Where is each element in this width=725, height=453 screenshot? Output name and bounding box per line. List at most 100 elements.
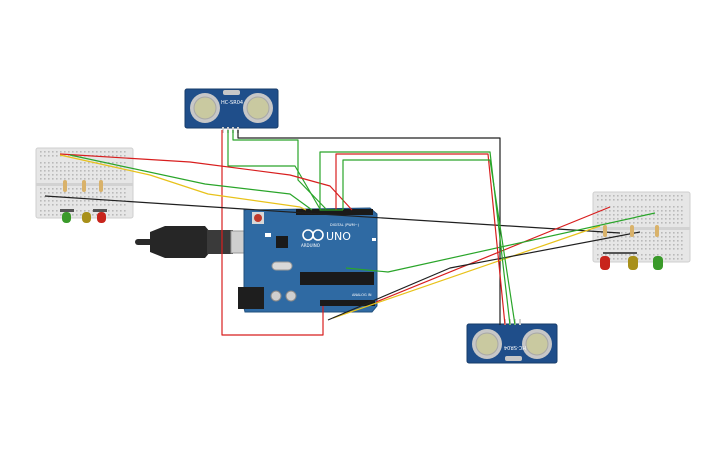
breadboard-hole xyxy=(645,210,647,212)
breadboard-hole xyxy=(56,192,58,194)
breadboard-hole xyxy=(669,254,671,256)
reset-button[interactable] xyxy=(254,214,262,222)
breadboard-hole xyxy=(657,240,659,242)
breadboard-hole xyxy=(64,178,66,180)
breadboard-hole xyxy=(669,248,671,250)
wire-red[interactable] xyxy=(221,130,324,336)
wire-black[interactable] xyxy=(327,231,641,321)
breadboard-hole xyxy=(112,196,114,198)
breadboard-hole xyxy=(40,178,42,180)
wire-red[interactable] xyxy=(335,153,506,326)
breadboard-hole xyxy=(621,218,623,220)
wire-yellow[interactable] xyxy=(332,225,601,319)
breadboard-hole xyxy=(677,218,679,220)
breadboard-hole xyxy=(120,162,122,164)
breadboard-right[interactable] xyxy=(592,191,691,263)
sensor-pin[interactable] xyxy=(519,319,521,325)
digital-header[interactable] xyxy=(296,209,373,215)
breadboard-hole xyxy=(48,204,50,206)
analog-header[interactable] xyxy=(320,300,375,306)
breadboard-hole xyxy=(68,196,70,198)
wire-yellow[interactable] xyxy=(59,154,307,211)
breadboard-hole xyxy=(633,218,635,220)
breadboard-hole xyxy=(677,206,679,208)
breadboard-hole xyxy=(112,151,114,153)
left-leds xyxy=(60,209,107,223)
breadboard-hole xyxy=(629,195,631,197)
breadboard-hole xyxy=(621,210,623,212)
breadboard-hole xyxy=(661,248,663,250)
breadboard-hole xyxy=(613,240,615,242)
breadboard-hole xyxy=(661,195,663,197)
breadboard-hole xyxy=(108,155,110,157)
wire-green[interactable] xyxy=(232,130,327,210)
breadboard-hole xyxy=(120,151,122,153)
breadboard-hole xyxy=(72,196,74,198)
breadboard-hole xyxy=(613,254,615,256)
breadboard-hole xyxy=(661,240,663,242)
breadboard-hole xyxy=(84,166,86,168)
usb-cable-icon[interactable] xyxy=(135,226,256,258)
breadboard-hole xyxy=(601,236,603,238)
breadboard-hole xyxy=(40,174,42,176)
wire-green[interactable] xyxy=(227,130,321,210)
breadboard-hole xyxy=(116,151,118,153)
wire-green[interactable] xyxy=(345,212,656,273)
breadboard-hole xyxy=(104,200,106,202)
breadboard-hole xyxy=(80,210,82,212)
wire-green[interactable] xyxy=(69,154,313,211)
breadboard-hole xyxy=(112,188,114,190)
breadboard-hole xyxy=(641,210,643,212)
breadboard-hole xyxy=(112,204,114,206)
breadboard-hole xyxy=(84,162,86,164)
breadboard-hole xyxy=(60,204,62,206)
power-jack[interactable] xyxy=(238,287,264,309)
wire-green[interactable] xyxy=(319,151,511,326)
wire-green[interactable] xyxy=(342,159,516,326)
breadboard-hole xyxy=(633,236,635,238)
wire-red[interactable] xyxy=(375,206,611,303)
led-red[interactable] xyxy=(97,212,106,223)
breadboard-hole xyxy=(641,206,643,208)
breadboard-hole xyxy=(649,195,651,197)
led-red[interactable] xyxy=(600,256,610,270)
arduino-uno-board[interactable]: UNO ARDUINO DIGITAL (PWM~) ANALOG IN xyxy=(238,207,378,313)
breadboard-hole xyxy=(653,248,655,250)
breadboard-hole xyxy=(625,248,627,250)
breadboard-hole xyxy=(60,188,62,190)
breadboard-hole xyxy=(629,206,631,208)
sensor-pin[interactable] xyxy=(222,127,224,133)
breadboard-hole xyxy=(669,218,671,220)
breadboard-hole xyxy=(625,258,627,260)
breadboard-hole xyxy=(605,206,607,208)
breadboard-hole xyxy=(653,222,655,224)
wire-black[interactable] xyxy=(237,130,501,325)
breadboard-hole xyxy=(673,254,675,256)
wire-red[interactable] xyxy=(59,153,353,211)
breadboard-hole xyxy=(617,222,619,224)
ultrasonic-sensor-bottom[interactable]: HC-SR04 xyxy=(466,319,558,364)
breadboard-hole xyxy=(48,151,50,153)
breadboard-hole xyxy=(657,195,659,197)
breadboard-hole xyxy=(68,174,70,176)
breadboard-hole xyxy=(40,204,42,206)
breadboard-hole xyxy=(637,210,639,212)
breadboard-hole xyxy=(637,254,639,256)
breadboard-hole xyxy=(40,151,42,153)
breadboard-hole xyxy=(601,248,603,250)
breadboard-hole xyxy=(625,240,627,242)
breadboard-hole xyxy=(104,155,106,157)
breadboard-hole xyxy=(80,188,82,190)
breadboard-hole xyxy=(56,188,58,190)
led-yellow[interactable] xyxy=(628,256,638,270)
breadboard-hole xyxy=(657,206,659,208)
led-green[interactable] xyxy=(653,256,663,270)
led-yellow[interactable] xyxy=(82,212,91,223)
ultrasonic-sensor-top[interactable]: HC-SR04 xyxy=(184,88,279,133)
breadboard-hole xyxy=(88,170,90,172)
breadboard-hole xyxy=(673,232,675,234)
breadboard-hole xyxy=(80,162,82,164)
wire-black[interactable] xyxy=(44,195,621,234)
breadboard-hole xyxy=(633,206,635,208)
led-green[interactable] xyxy=(62,212,71,223)
